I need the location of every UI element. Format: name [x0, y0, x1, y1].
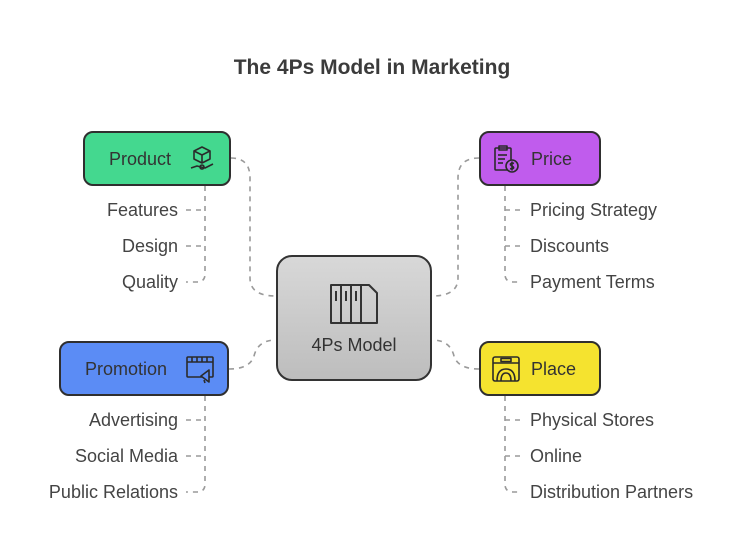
promotion-label: Promotion	[85, 359, 168, 379]
price-item: Pricing Strategy	[530, 200, 658, 220]
center-node: 4Ps Model	[276, 255, 432, 381]
books-icon	[330, 284, 378, 324]
spine-price	[504, 186, 522, 283]
spine-promotion	[186, 396, 206, 493]
price-item: Discounts	[530, 236, 610, 256]
connector-product	[230, 157, 277, 297]
promotion-item: Public Relations	[48, 482, 178, 502]
promotion-item: Advertising	[88, 410, 178, 430]
product-item: Quality	[121, 272, 178, 292]
connector-price	[431, 157, 480, 297]
place-item: Physical Stores	[530, 410, 655, 430]
product-label: Product	[109, 149, 172, 169]
spine-place	[504, 396, 522, 493]
box-hand-icon	[190, 146, 214, 170]
place-label: Place	[531, 359, 577, 379]
price-label: Price	[531, 149, 573, 169]
connector-promotion	[228, 339, 277, 370]
promotion-node: Promotion	[59, 341, 229, 396]
product-node: Product	[83, 131, 231, 186]
place-item: Online	[530, 446, 583, 466]
storefront-icon	[492, 356, 520, 382]
product-item: Design	[121, 236, 178, 256]
clipboard-dollar-icon	[494, 145, 519, 173]
product-item: Features	[106, 200, 178, 220]
center-label: 4Ps Model	[311, 335, 397, 355]
price-item: Payment Terms	[530, 272, 655, 292]
billboard-megaphone-icon	[186, 356, 214, 384]
connector-place	[431, 339, 480, 370]
spine-product	[186, 186, 206, 283]
diagram-title: The 4Ps Model in Marketing	[233, 56, 511, 79]
place-item: Distribution Partners	[530, 482, 694, 502]
price-node: Price	[479, 131, 601, 186]
place-node: Place	[479, 341, 601, 396]
promotion-item: Social Media	[74, 446, 178, 466]
